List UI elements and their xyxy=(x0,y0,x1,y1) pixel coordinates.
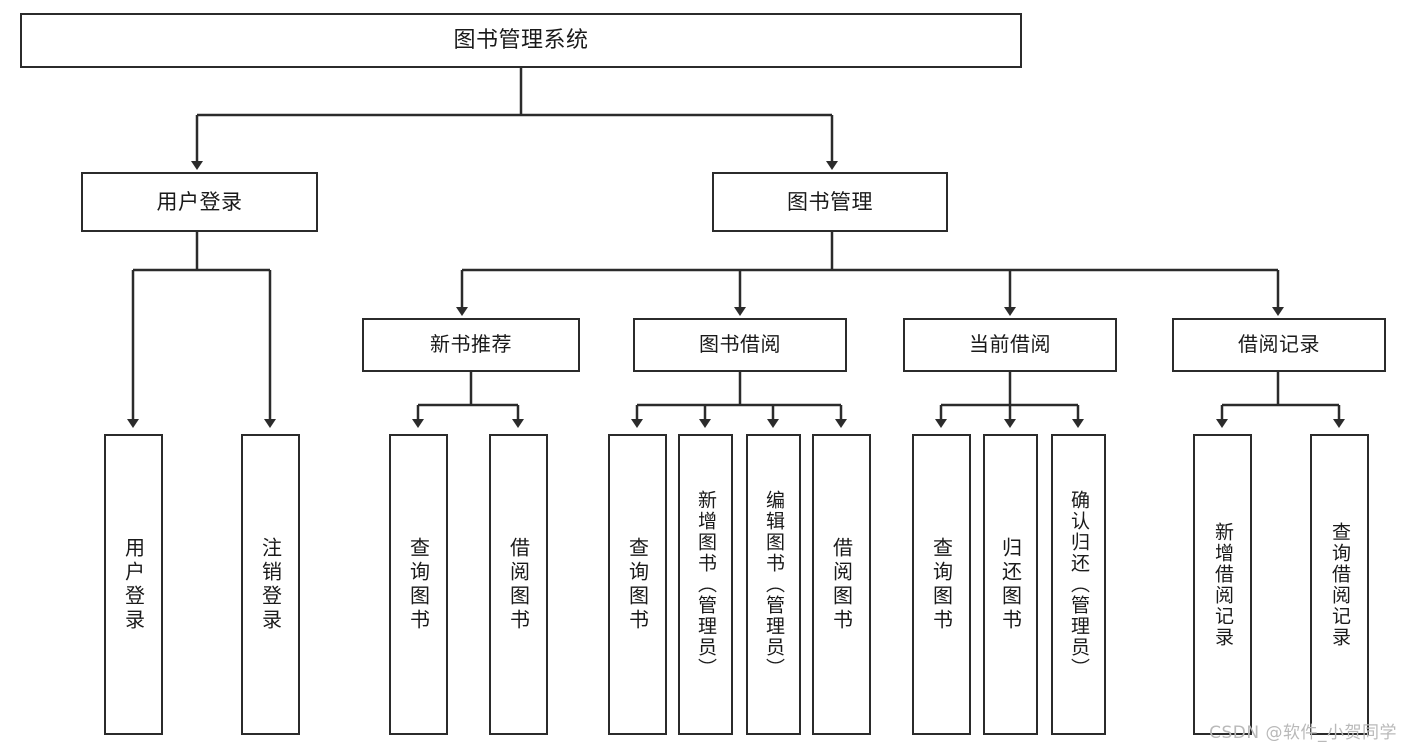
node-label: 查询图书 xyxy=(406,536,431,633)
node-leaf-query-books-recommend[interactable]: 查询图书 xyxy=(389,434,448,735)
node-label: 归还图书 xyxy=(998,536,1023,633)
node-label: 注销登录 xyxy=(258,536,283,633)
node-label: 编辑图书（管理员） xyxy=(763,490,785,679)
node-label: 图书管理 xyxy=(787,189,873,214)
node-user-login[interactable]: 用户登录 xyxy=(81,172,318,232)
node-leaf-confirm-return-admin[interactable]: 确认归还（管理员） xyxy=(1051,434,1106,735)
node-label: 图书管理系统 xyxy=(453,27,589,53)
node-label: 用户登录 xyxy=(121,536,146,633)
node-leaf-return-books[interactable]: 归还图书 xyxy=(983,434,1038,735)
node-leaf-query-books-current[interactable]: 查询图书 xyxy=(912,434,971,735)
node-label: 借阅记录 xyxy=(1238,332,1320,357)
node-label: 确认归还（管理员） xyxy=(1068,490,1090,679)
node-label: 借阅图书 xyxy=(506,536,531,633)
node-root-book-management-system[interactable]: 图书管理系统 xyxy=(20,13,1022,68)
node-current-borrowing[interactable]: 当前借阅 xyxy=(903,318,1117,372)
node-label: 查询借阅记录 xyxy=(1329,521,1351,648)
node-book-management[interactable]: 图书管理 xyxy=(712,172,948,232)
watermark-text: CSDN @软件_小贺同学 xyxy=(1209,723,1397,743)
node-leaf-borrow-books-recommend[interactable]: 借阅图书 xyxy=(489,434,548,735)
node-leaf-user-login[interactable]: 用户登录 xyxy=(104,434,163,735)
node-leaf-borrow-books[interactable]: 借阅图书 xyxy=(812,434,871,735)
node-leaf-logout[interactable]: 注销登录 xyxy=(241,434,300,735)
node-label: 新增借阅记录 xyxy=(1212,521,1234,648)
node-book-borrowing[interactable]: 图书借阅 xyxy=(633,318,847,372)
node-leaf-add-borrow-record[interactable]: 新增借阅记录 xyxy=(1193,434,1252,735)
node-label: 查询图书 xyxy=(625,536,650,633)
node-label: 当前借阅 xyxy=(969,332,1051,357)
node-label: 新书推荐 xyxy=(430,332,512,357)
node-label: 借阅图书 xyxy=(829,536,854,633)
node-leaf-add-book-admin[interactable]: 新增图书（管理员） xyxy=(678,434,733,735)
node-new-book-recommendation[interactable]: 新书推荐 xyxy=(362,318,580,372)
node-label: 新增图书（管理员） xyxy=(695,490,717,679)
node-leaf-query-books-borrow[interactable]: 查询图书 xyxy=(608,434,667,735)
node-leaf-edit-book-admin[interactable]: 编辑图书（管理员） xyxy=(746,434,801,735)
node-label: 查询图书 xyxy=(929,536,954,633)
node-borrowing-record[interactable]: 借阅记录 xyxy=(1172,318,1386,372)
node-label: 图书借阅 xyxy=(699,332,781,357)
node-label: 用户登录 xyxy=(156,189,243,214)
node-leaf-query-borrow-record[interactable]: 查询借阅记录 xyxy=(1310,434,1369,735)
